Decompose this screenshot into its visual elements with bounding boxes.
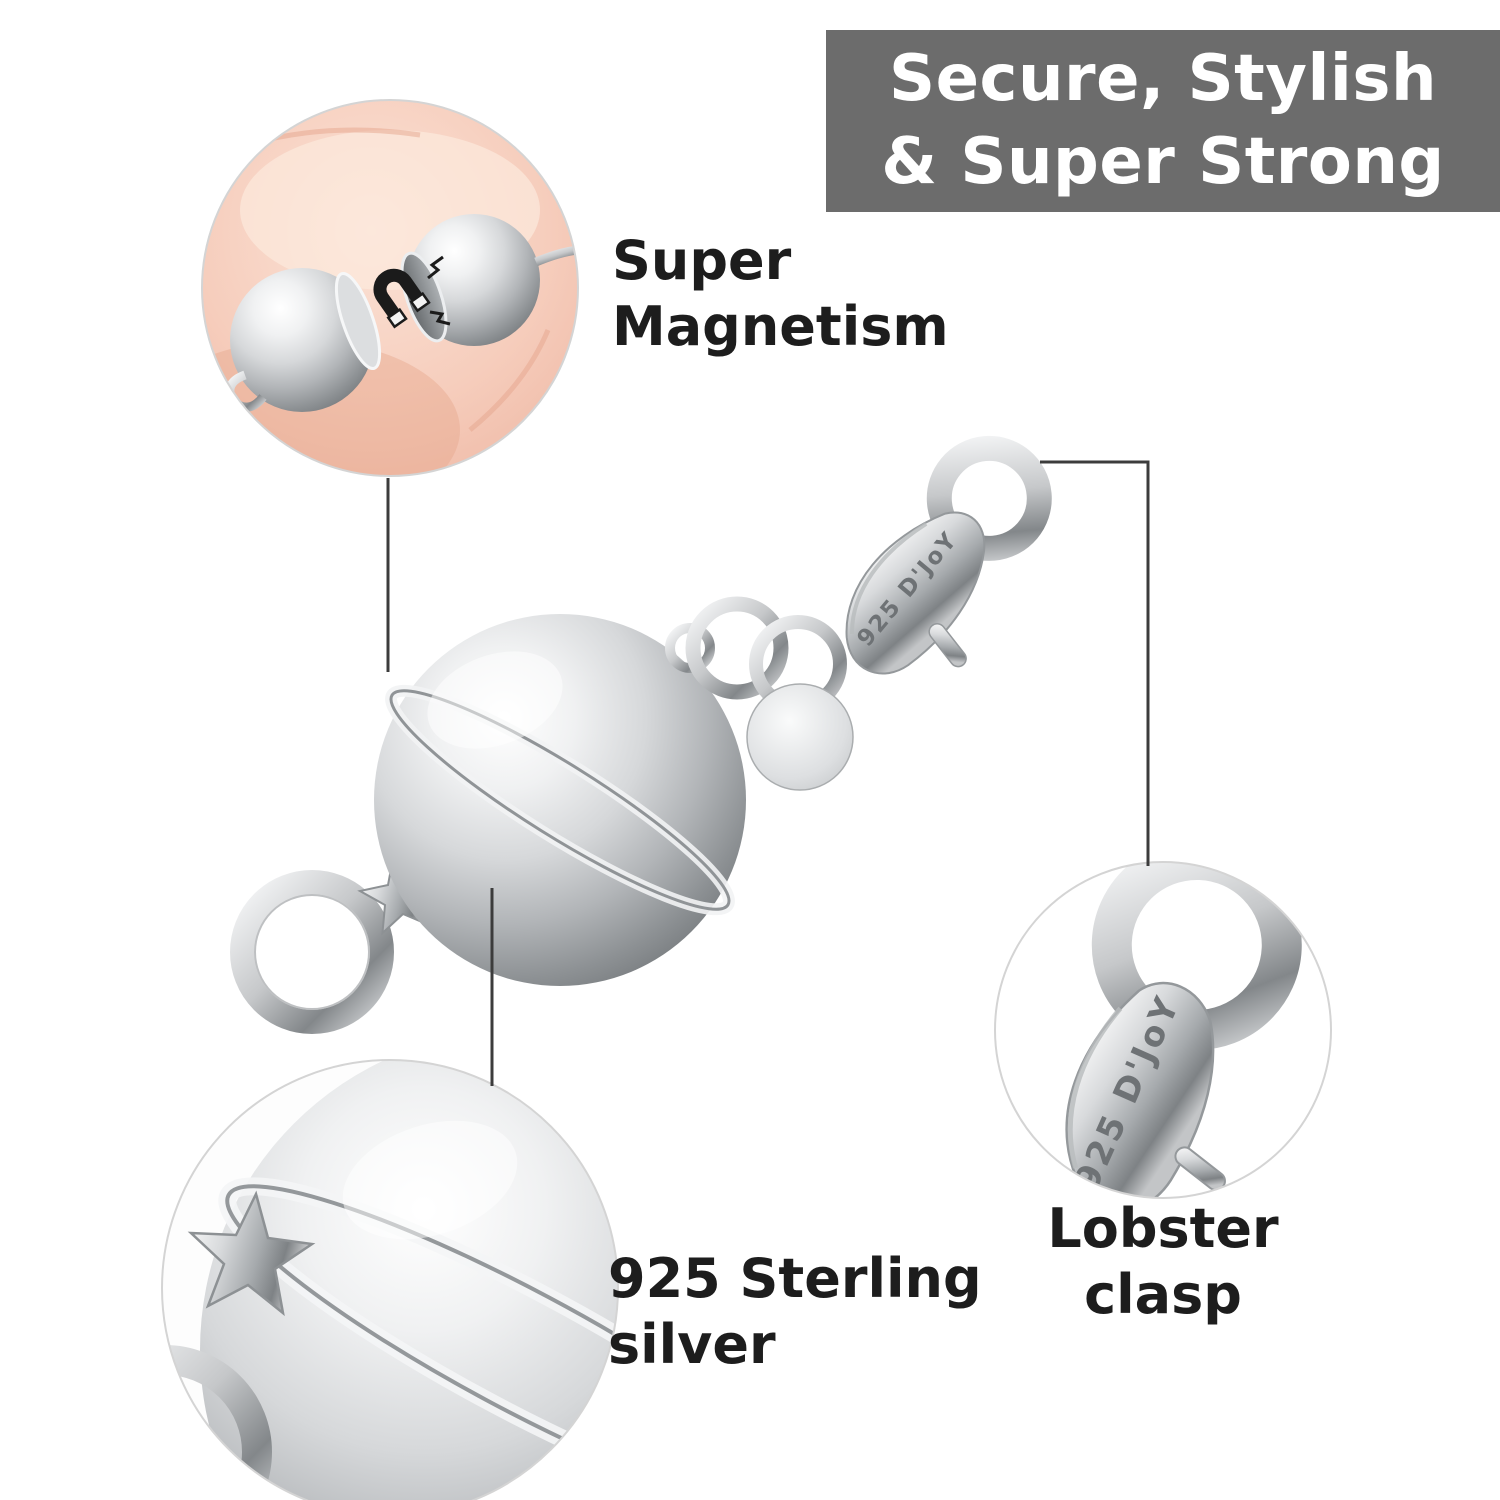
spark-icon <box>429 310 451 326</box>
jump-ring <box>230 870 394 1034</box>
magnet-icon <box>373 268 431 329</box>
disc-tag <box>746 683 854 791</box>
headline-banner: Secure, Stylish & Super Strong <box>826 30 1500 212</box>
spark-icon <box>427 255 444 280</box>
callout-label-sterling-silver: 925 Sterling silver <box>608 1246 982 1378</box>
callout-label-magnetism: Super Magnetism <box>612 228 949 360</box>
leader-line-lobster <box>1040 460 1150 866</box>
headline-line1: Secure, Stylish <box>889 41 1437 116</box>
callout-silver-line1: 925 Sterling <box>608 1247 982 1310</box>
callout-magnetism-line2: Magnetism <box>612 294 949 358</box>
headline-line2: & Super Strong <box>881 125 1445 199</box>
callout-lobster-line2: clasp <box>1084 1262 1242 1326</box>
zoom-circle-lobster: 925 D'JoY <box>994 861 1332 1199</box>
callout-label-lobster-clasp: Lobster clasp <box>1013 1196 1313 1328</box>
connector-ring-1 <box>685 596 789 700</box>
ball-seam <box>385 684 735 916</box>
main-product-photo: 925 D'JoY <box>230 435 1052 1034</box>
leader-lines <box>386 460 1150 1086</box>
callout-silver-line2: silver <box>608 1312 776 1376</box>
callout-magnetism-line1: Super <box>612 229 792 292</box>
callout-lobster-line1: Lobster <box>1047 1197 1279 1260</box>
zoom-circle-magnetism <box>201 99 579 477</box>
star-connector-zoom <box>187 1190 316 1317</box>
zoom-circle-sterling-silver <box>161 1059 619 1500</box>
lobster-clasp: 925 D'JoY <box>845 435 1052 675</box>
